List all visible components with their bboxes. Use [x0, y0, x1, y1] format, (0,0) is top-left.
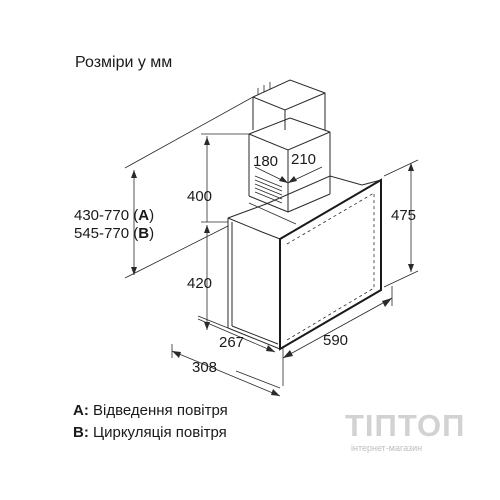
legend-b-letter: B:: [73, 424, 89, 441]
dim-210-label: 210: [291, 151, 316, 168]
legend-b: B: Циркуляція повітря: [73, 424, 227, 441]
dim-267-label: 267: [219, 334, 244, 351]
dim-400-label: 400: [187, 188, 212, 205]
dim-420-label: 420: [187, 275, 212, 292]
dim-475-label: 475: [391, 207, 416, 224]
chimney-duct: [248, 79, 331, 225]
legend-a-text: Відведення повітря: [88, 402, 228, 419]
dim-590-label: 590: [323, 332, 348, 349]
dim-308-label: 308: [192, 359, 217, 376]
range-a-label: 430-770 (A): [74, 207, 154, 224]
legend-a: A: Відведення повітря: [73, 402, 228, 419]
range-a-letter: A: [138, 207, 149, 224]
dim-lines: [124, 96, 419, 397]
range-b-value: 545-770: [74, 225, 129, 242]
range-b-letter: B: [138, 225, 149, 242]
hood-body: [227, 175, 382, 351]
range-a-value: 430-770: [74, 207, 129, 224]
watermark-brand: ТІПТОП: [345, 408, 466, 443]
watermark-subtitle: інтернет-магазин: [351, 443, 423, 453]
range-b-label: 545-770 (B): [74, 225, 154, 242]
page-title: Розміри у мм: [75, 54, 173, 71]
legend-a-letter: A:: [73, 402, 89, 419]
legend-b-text: Циркуляція повітря: [88, 424, 227, 441]
watermark-logo: ТІПТОП інтернет-магазин: [345, 410, 465, 453]
dim-180-label: 180: [253, 153, 278, 170]
